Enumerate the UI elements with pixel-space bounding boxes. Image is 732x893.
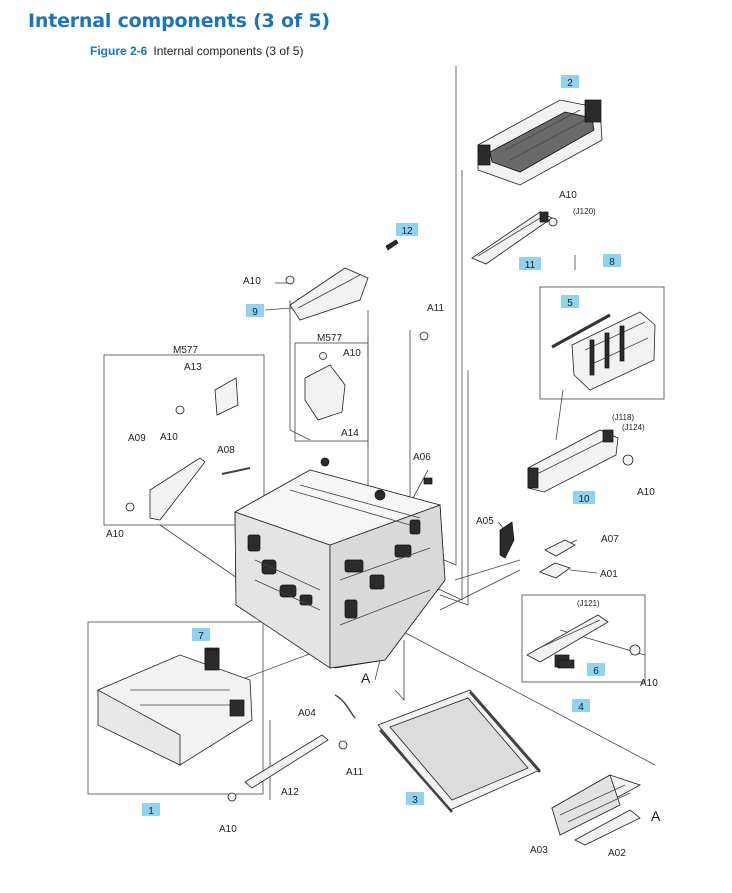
callout-9: 9 <box>246 304 264 318</box>
svg-text:A10: A10 <box>106 529 124 540</box>
svg-text:A10: A10 <box>243 276 261 287</box>
callout-10: 10 <box>573 491 595 505</box>
transfer-belt-3 <box>377 689 541 813</box>
printer-chassis <box>234 457 446 669</box>
figure-caption: Figure 2-6 Internal components (3 of 5) <box>90 44 303 58</box>
cassette-tray-1 <box>97 647 253 766</box>
callout-4: 4 <box>572 699 590 713</box>
cover-a02-a03 <box>551 774 641 846</box>
callout-11: 11 <box>519 257 541 271</box>
svg-text:7: 7 <box>198 631 204 642</box>
secondary-transfer-8 <box>551 311 656 391</box>
svg-text:9: 9 <box>252 307 258 318</box>
callout-2: 2 <box>561 75 579 89</box>
svg-text:4: 4 <box>578 702 584 713</box>
callout-boxes: 1 2 3 4 5 6 7 8 9 10 11 12 <box>142 75 621 817</box>
svg-text:A12: A12 <box>281 787 299 798</box>
group-frames <box>87 286 665 795</box>
callout-1: 1 <box>142 803 160 817</box>
svg-text:A10: A10 <box>637 487 655 498</box>
svg-text:8: 8 <box>609 257 615 268</box>
svg-text:12: 12 <box>401 226 413 237</box>
callout-7: 7 <box>192 628 210 642</box>
svg-text:1: 1 <box>148 806 154 817</box>
figure-caption-text: Internal components (3 of 5) <box>153 44 304 58</box>
svg-text:A04: A04 <box>298 708 316 719</box>
svg-text:3: 3 <box>412 795 418 806</box>
svg-text:A13: A13 <box>184 362 202 373</box>
svg-text:A02: A02 <box>608 848 626 859</box>
svg-text:6: 6 <box>593 666 599 677</box>
svg-text:A: A <box>361 670 371 686</box>
svg-text:(J124): (J124) <box>622 423 645 432</box>
reference-labels: M577 M577 A13 A10 A09 A08 A10 A10 A10 A1… <box>106 190 661 859</box>
svg-text:A10: A10 <box>219 824 237 835</box>
svg-text:A03: A03 <box>530 845 548 856</box>
svg-text:A: A <box>651 808 661 824</box>
svg-text:10: 10 <box>578 494 590 505</box>
svg-text:A10: A10 <box>343 348 361 359</box>
duplex-feed-4 <box>526 614 609 668</box>
svg-text:(J118): (J118) <box>612 413 634 422</box>
svg-text:5: 5 <box>567 298 573 309</box>
callout-3: 3 <box>406 792 424 806</box>
figure-number: Figure 2-6 <box>90 44 148 58</box>
svg-text:A06: A06 <box>413 452 431 463</box>
svg-text:A10: A10 <box>160 432 178 443</box>
svg-text:A14: A14 <box>341 428 359 439</box>
svg-text:A10: A10 <box>559 190 577 201</box>
svg-text:(J121): (J121) <box>577 599 600 608</box>
svg-text:A07: A07 <box>601 534 619 545</box>
svg-text:(J120): (J120) <box>573 207 596 216</box>
svg-text:A11: A11 <box>427 303 444 314</box>
svg-text:A01: A01 <box>600 569 618 580</box>
callout-6: 6 <box>587 663 605 677</box>
svg-text:A09: A09 <box>128 433 146 444</box>
fuser-assembly <box>477 99 603 186</box>
svg-text:M577: M577 <box>317 333 342 344</box>
svg-text:2: 2 <box>567 78 573 89</box>
svg-text:M577: M577 <box>173 345 198 356</box>
svg-text:A08: A08 <box>217 445 235 456</box>
svg-text:A11: A11 <box>346 767 363 778</box>
svg-text:A10: A10 <box>640 678 658 689</box>
screws <box>125 217 641 802</box>
callout-8: 8 <box>603 254 621 268</box>
registration-assembly-10 <box>527 429 619 493</box>
page-title: Internal components (3 of 5) <box>28 10 330 32</box>
callout-12: 12 <box>396 223 418 237</box>
svg-text:11: 11 <box>525 260 536 271</box>
paper-guide-11 <box>471 211 553 265</box>
svg-text:A05: A05 <box>476 516 494 527</box>
small-parts <box>149 239 576 789</box>
callout-5: 5 <box>561 295 579 309</box>
